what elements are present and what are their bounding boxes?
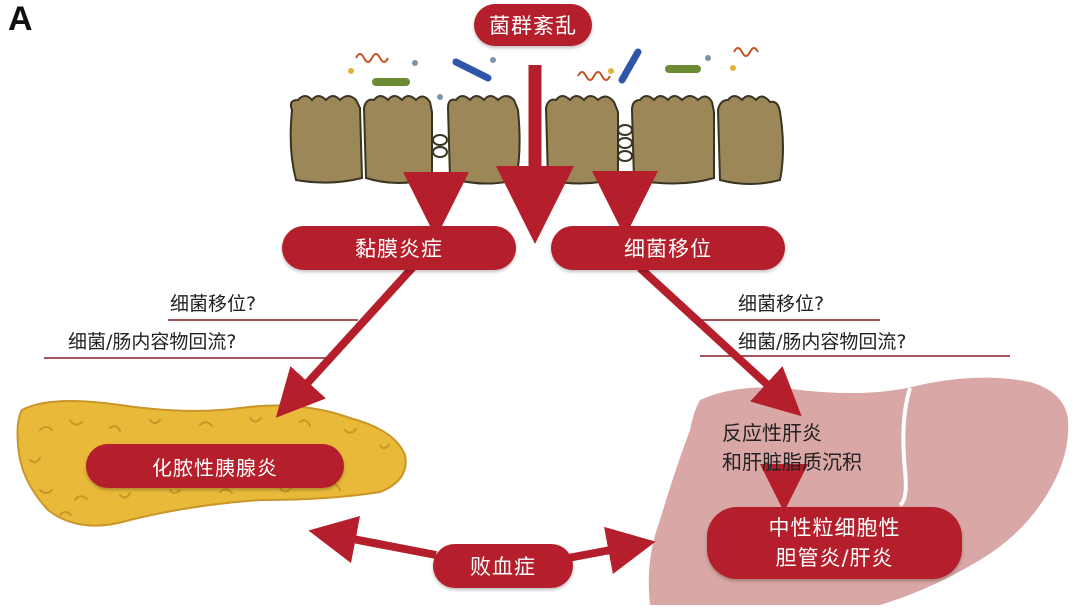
- epithelial-cell-5: [630, 95, 715, 185]
- spiral-bacterium: [355, 53, 389, 63]
- neutrophilic-cholangitis-label: 中性粒细胞性 胆管炎/肝炎: [707, 507, 962, 579]
- rod-bacterium: [665, 65, 701, 73]
- tight-junction: [617, 137, 633, 149]
- tight-junction: [432, 134, 448, 146]
- coccus: [705, 55, 711, 61]
- left-question-1: 细菌移位?: [170, 293, 257, 315]
- right-question-1: 细菌移位?: [738, 293, 825, 315]
- dysbiosis-label: 菌群紊乱: [474, 4, 592, 46]
- epithelial-cell-1: [289, 95, 364, 184]
- coccus: [412, 60, 418, 66]
- arrow-to-liver: [637, 265, 802, 417]
- spiral-bacterium: [733, 47, 759, 57]
- arrow-sepsis-left: [308, 515, 437, 564]
- mucosal-inflammation-label: 黏膜炎症: [282, 226, 516, 270]
- rod-bacterium: [618, 48, 642, 84]
- tight-junction: [617, 150, 633, 162]
- suppurative-pancreatitis-label: 化脓性胰腺炎: [86, 444, 344, 488]
- neutrophilic-label-line1: 中性粒细胞性: [768, 516, 901, 540]
- arrow-sepsis-right: [567, 526, 656, 575]
- panel-letter: A: [8, 0, 33, 38]
- hepatic-lipidosis-text: 和肝脏脂质沉积: [722, 450, 862, 474]
- rod-bacterium: [452, 58, 492, 82]
- rod-bacterium: [372, 78, 410, 86]
- reactive-hepatitis-text: 反应性肝炎: [722, 421, 822, 445]
- arrows: [275, 65, 808, 575]
- tight-junction: [432, 146, 448, 158]
- pancreas-texture: [29, 417, 390, 516]
- tight-junction: [617, 124, 633, 136]
- coccus: [437, 94, 443, 100]
- coccus: [490, 57, 496, 63]
- arrow-to-pancreas: [275, 263, 417, 418]
- gut-bacteria: [348, 47, 759, 100]
- left-question-2: 细菌/肠内容物回流?: [68, 331, 237, 353]
- epithelial-cell-3: [446, 95, 521, 185]
- coccus: [348, 68, 354, 74]
- liver-fissure: [898, 387, 912, 507]
- bacterial-translocation-label: 细菌移位: [551, 226, 785, 270]
- coccus: [730, 65, 736, 71]
- sepsis-label: 败血症: [433, 544, 573, 588]
- epithelial-cell-2: [362, 95, 433, 184]
- neutrophilic-label-line2: 胆管炎/肝炎: [775, 546, 894, 570]
- epithelial-cell-4: [544, 95, 619, 185]
- spiral-bacterium: [577, 71, 611, 81]
- epithelial-cell-6: [716, 95, 784, 185]
- coccus: [608, 68, 614, 74]
- right-question-2: 细菌/肠内容物回流?: [738, 331, 907, 353]
